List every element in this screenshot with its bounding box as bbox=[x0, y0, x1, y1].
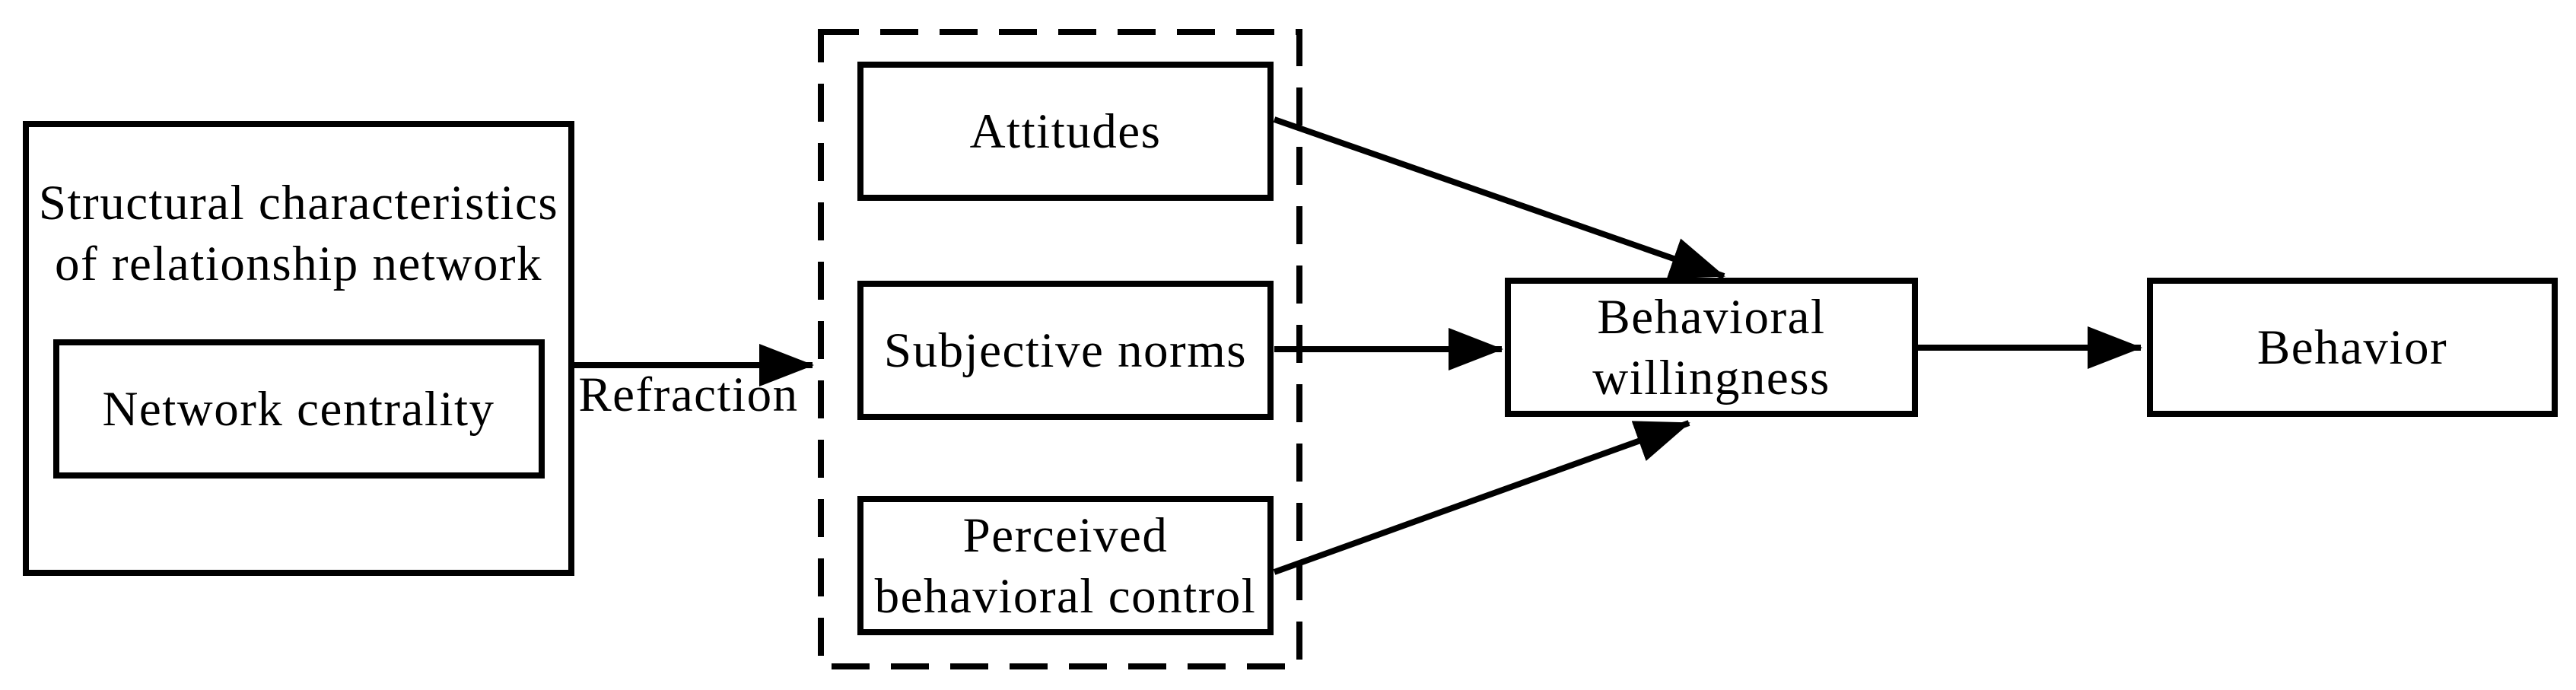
attitudes-label: Attitudes bbox=[969, 103, 1162, 159]
node-perceived-behavioral-control: Perceived behavioral control bbox=[857, 496, 1274, 635]
behavior-label: Behavior bbox=[2256, 320, 2448, 375]
structural-characteristics-title: Structural characteristics of relationsh… bbox=[29, 173, 568, 294]
edge-perceived-control-to-willingness bbox=[1273, 420, 1690, 575]
node-attitudes: Attitudes bbox=[857, 62, 1274, 201]
node-subjective-norms: Subjective norms bbox=[857, 281, 1274, 420]
structural-title-line1: Structural characteristics bbox=[38, 176, 559, 231]
subjective-norms-label: Subjective norms bbox=[883, 323, 1248, 378]
perceived-control-line2: behavioral control bbox=[874, 568, 1257, 624]
network-centrality-label: Network centrality bbox=[102, 381, 495, 437]
edge-attitudes-to-willingness bbox=[1273, 116, 1725, 279]
node-structural-characteristics: Structural characteristics of relationsh… bbox=[23, 121, 574, 576]
structural-title-line2: of relationship network bbox=[54, 237, 543, 291]
behavioral-willingness-line2: willingness bbox=[1592, 350, 1830, 405]
node-behavior: Behavior bbox=[2147, 278, 2558, 417]
node-network-centrality: Network centrality bbox=[52, 339, 545, 479]
edge-label-refraction: Refraction bbox=[578, 367, 799, 422]
node-behavioral-willingness: Behavioral willingness bbox=[1505, 278, 1918, 417]
perceived-control-line1: Perceived bbox=[962, 507, 1169, 563]
behavioral-willingness-line1: Behavioral bbox=[1597, 289, 1826, 345]
